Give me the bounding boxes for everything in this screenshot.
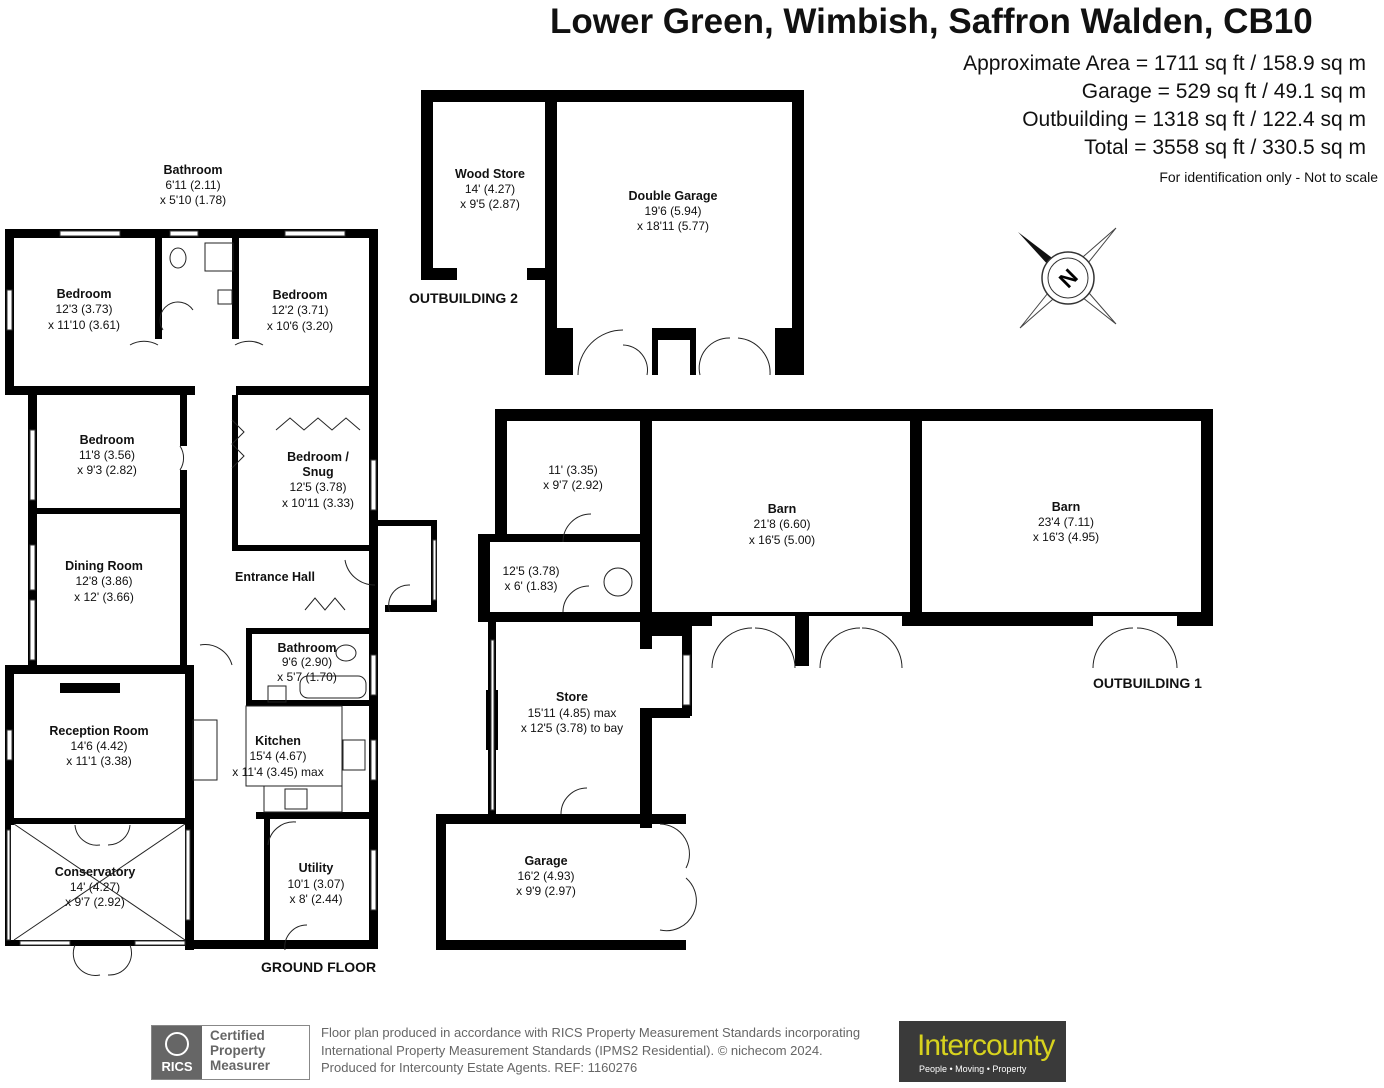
- barn-1-dim2: x 16'5 (5.00): [749, 533, 815, 547]
- bedroom-snug-name1: Bedroom /: [287, 450, 349, 464]
- outbuilding-2-walls: [421, 90, 804, 376]
- bedroom-1-dim2: x 11'10 (3.61): [48, 318, 120, 332]
- bedroom-3-name: Bedroom: [80, 433, 135, 447]
- conservatory-dim2: x 9'7 (2.92): [65, 895, 125, 909]
- bathroom-mid-dim2: x 5'7 (1.70): [277, 670, 337, 684]
- barn-2-dim1: 23'4 (7.11): [1038, 515, 1094, 529]
- rics-cert-line-1: Certified: [210, 1028, 265, 1043]
- dining-room-dim1: 12'8 (3.86): [76, 574, 133, 588]
- disclaimer: For identification only - Not to scale: [1159, 169, 1378, 185]
- bathroom-top-dim1: 6'11 (2.11): [165, 178, 220, 192]
- double-garage-dim2: x 18'11 (5.77): [637, 219, 709, 233]
- bedroom-1-dim1: 12'3 (3.73): [56, 302, 113, 316]
- garage-dim2: x 9'9 (2.97): [516, 884, 576, 898]
- area-total: Total = 3558 sq ft / 330.5 sq m: [1084, 136, 1366, 159]
- wood-store-dim2: x 9'5 (2.87): [460, 197, 520, 211]
- utility-name: Utility: [299, 861, 334, 875]
- kitchen-dim2: x 11'4 (3.45) max: [232, 765, 323, 779]
- kitchen-name: Kitchen: [255, 734, 301, 748]
- footer-notes: Floor plan produced in accordance with R…: [321, 1024, 860, 1077]
- ground-floor-fixtures: [6, 230, 437, 976]
- dining-room-dim2: x 12' (3.66): [74, 590, 134, 604]
- area-outbuilding: Outbuilding = 1318 sq ft / 122.4 sq m: [1022, 108, 1366, 131]
- footer-line-1: Floor plan produced in accordance with R…: [321, 1025, 861, 1040]
- section-labels: GROUND FLOOR OUTBUILDING 1 OUTBUILDING 2: [261, 290, 1202, 975]
- reception-room-name: Reception Room: [49, 724, 148, 738]
- bedroom-snug-dim2: x 10'11 (3.33): [282, 496, 354, 510]
- floor-plan: N Bathroom 6'11 (2.11) x 5'10 (1.78) Bed…: [5, 90, 1213, 976]
- utility-dim1: 10'1 (3.07): [288, 877, 345, 891]
- store-dim1: 15'11 (4.85) max: [528, 706, 617, 720]
- wood-store-dim1: 14' (4.27): [465, 182, 515, 196]
- bathroom-mid-dim1: 9'6 (2.90): [282, 655, 332, 669]
- bedroom-snug-dim1: 12'5 (3.78): [290, 480, 347, 494]
- bedroom-3-dim1: 11'8 (3.56): [79, 448, 135, 462]
- outbuilding-1-walls: [436, 409, 1213, 950]
- footer-line-2: International Property Measurement Stand…: [321, 1042, 823, 1058]
- bedroom-2-name: Bedroom: [273, 288, 328, 302]
- store-name: Store: [556, 690, 588, 704]
- reception-room-dim1: 14'6 (4.42): [71, 739, 128, 753]
- rics-crest-icon: [165, 1032, 189, 1056]
- ground-floor-label: GROUND FLOOR: [261, 959, 376, 975]
- ob-room-b-dim1: 12'5 (3.78): [503, 564, 560, 578]
- outbuilding-1-label: OUTBUILDING 1: [1093, 675, 1202, 691]
- reception-room-dim2: x 11'1 (3.38): [66, 754, 131, 768]
- area-approximate: Approximate Area = 1711 sq ft / 158.9 sq…: [963, 52, 1366, 75]
- wood-store-name: Wood Store: [455, 167, 525, 181]
- double-garage-name: Double Garage: [629, 189, 718, 203]
- footer-line-3: Produced for Intercounty Estate Agents. …: [321, 1060, 638, 1075]
- double-garage-dim1: 19'6 (5.94): [645, 204, 702, 218]
- entrance-hall-name: Entrance Hall: [235, 570, 315, 584]
- ob-room-a-dim1: 11' (3.35): [548, 463, 597, 477]
- agent-tagline: People • Moving • Property: [919, 1064, 1027, 1074]
- room-labels: Bathroom 6'11 (2.11) x 5'10 (1.78) Bedro…: [48, 163, 1099, 909]
- rics-certified-text: Certified Property Measurer: [210, 1028, 270, 1073]
- ob-room-a-dim2: x 9'7 (2.92): [543, 478, 603, 492]
- rics-cert-line-2: Property: [210, 1043, 266, 1058]
- conservatory-dim1: 14' (4.27): [70, 880, 120, 894]
- bedroom-2-dim2: x 10'6 (3.20): [267, 319, 333, 333]
- rics-abbr: RICS: [161, 1059, 193, 1074]
- dining-room-name: Dining Room: [65, 559, 143, 573]
- bedroom-2-dim1: 12'2 (3.71): [272, 303, 329, 317]
- barn-2-name: Barn: [1052, 500, 1080, 514]
- bedroom-3-dim2: x 9'3 (2.82): [77, 463, 137, 477]
- utility-dim2: x 8' (2.44): [290, 892, 343, 906]
- page-title: Lower Green, Wimbish, Saffron Walden, CB…: [550, 2, 1313, 41]
- garage-name: Garage: [524, 854, 567, 868]
- compass-rose: N: [1018, 227, 1117, 329]
- rics-logo: RICS: [152, 1026, 202, 1079]
- bathroom-mid-name: Bathroom: [277, 641, 336, 655]
- ground-floor-walls: [5, 229, 437, 950]
- barn-1-dim1: 21'8 (6.60): [754, 517, 811, 531]
- rics-certified-badge: RICS Certified Property Measurer: [151, 1025, 310, 1080]
- bathroom-top-name: Bathroom: [163, 163, 222, 177]
- kitchen-dim1: 15'4 (4.67): [250, 749, 307, 763]
- agent-logo: Intercounty People • Moving • Property: [899, 1021, 1066, 1082]
- bedroom-snug-name2: Snug: [302, 465, 333, 479]
- bathroom-top-dim2: x 5'10 (1.78): [160, 193, 226, 207]
- barn-2-dim2: x 16'3 (4.95): [1033, 530, 1099, 544]
- barn-1-name: Barn: [768, 502, 796, 516]
- rics-cert-line-3: Measurer: [210, 1058, 271, 1073]
- conservatory-name: Conservatory: [55, 865, 136, 879]
- agent-name: Intercounty: [917, 1029, 1055, 1062]
- area-garage: Garage = 529 sq ft / 49.1 sq m: [1081, 80, 1366, 103]
- outbuilding-2-label: OUTBUILDING 2: [409, 290, 518, 306]
- bedroom-1-name: Bedroom: [57, 287, 112, 301]
- garage-dim1: 16'2 (4.93): [518, 869, 575, 883]
- ob-room-b-dim2: x 6' (1.83): [505, 579, 558, 593]
- store-dim2: x 12'5 (3.78) to bay: [521, 721, 623, 735]
